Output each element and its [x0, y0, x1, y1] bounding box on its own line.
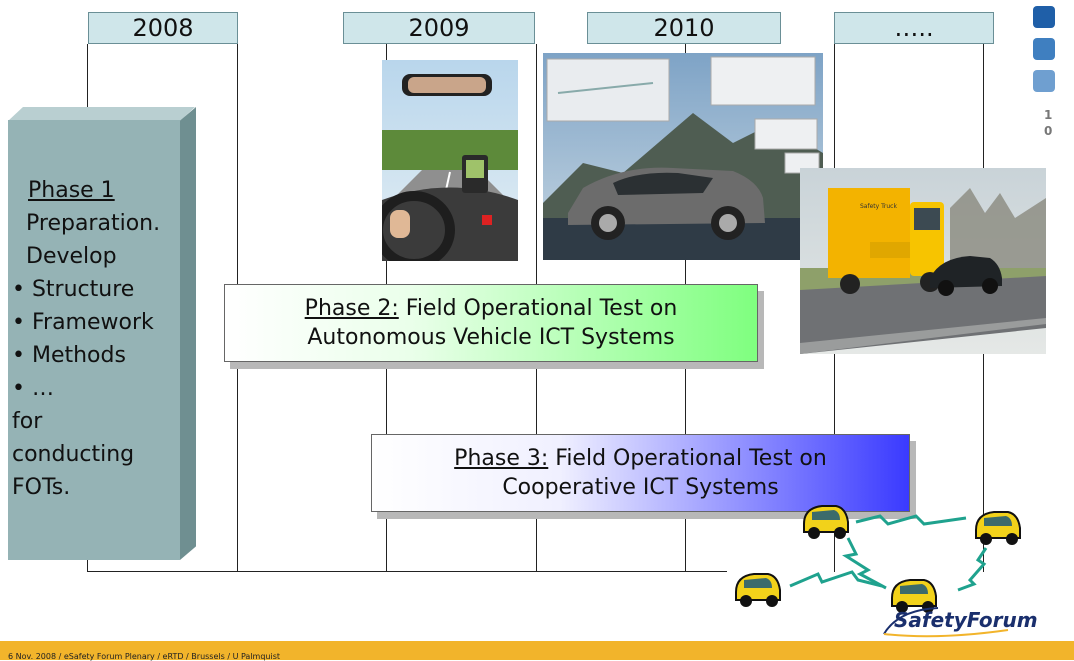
nav-square-2 — [1033, 38, 1055, 60]
year-label: ….. — [894, 14, 934, 42]
car-icon — [803, 505, 849, 540]
page-number-digit-2: 0 — [1044, 124, 1053, 138]
phase1-text: Phase 1 Preparation. Develop • Structure… — [12, 174, 188, 504]
phase2-box: Phase 2: Field Operational Test on Auton… — [224, 284, 758, 362]
phase3-title-rest: Field Operational Test on — [548, 446, 827, 471]
footer-text: 6 Nov. 2008 / eSafety Forum Plenary / eR… — [8, 652, 281, 661]
year-label: 2010 — [653, 14, 715, 42]
phase1-line2: Develop — [26, 244, 117, 269]
phase3-box: Phase 3: Field Operational Test on Coope… — [371, 434, 910, 512]
signal-arrow — [842, 537, 887, 590]
phase1-block-top — [8, 107, 195, 121]
phase3-label: Phase 3: — [454, 446, 549, 471]
phase3-line2: Cooperative ICT Systems — [502, 475, 779, 500]
phase1-bullet: • Framework — [12, 310, 154, 335]
phase1-line1: Preparation. — [26, 211, 161, 236]
phase1-tail: for — [12, 409, 43, 434]
phase1-block-side — [180, 107, 196, 560]
timeline-baseline — [87, 571, 727, 572]
phase1-bullet: • Structure — [12, 277, 135, 302]
year-label: 2008 — [132, 14, 194, 42]
year-header-later: ….. — [834, 12, 994, 44]
phase1-tail: conducting — [12, 442, 135, 467]
signal-arrow — [789, 570, 883, 588]
cooperative-cars-graphic — [735, 505, 1021, 614]
nav-square-3 — [1033, 70, 1055, 92]
page-number-digit-1: 1 — [1044, 108, 1053, 122]
phase3-line1: Phase 3: Field Operational Test on — [454, 444, 827, 473]
logo-swoosh — [883, 607, 1009, 638]
footer-bar — [0, 641, 1074, 660]
year-header-2009: 2009 — [343, 12, 535, 44]
signal-arrow — [957, 547, 988, 592]
year-header-2010: 2010 — [587, 12, 781, 44]
phase2-label: Phase 2: — [304, 296, 399, 321]
phase2-title-rest: Field Operational Test on — [398, 296, 678, 321]
nav-square-1 — [1033, 6, 1055, 28]
car-sensors-photo — [543, 53, 823, 260]
year-label: 2009 — [408, 14, 470, 42]
safety-truck-photo: Safety Truck — [800, 168, 1046, 354]
phase1-block — [8, 120, 180, 560]
signal-arrow — [855, 514, 967, 526]
logo-text: SafetyForum — [894, 608, 1038, 632]
phase1-bullet: • Methods — [12, 343, 126, 368]
phase2-line2: Autonomous Vehicle ICT Systems — [307, 325, 675, 350]
safetyforum-logo: SafetyForum — [878, 600, 1058, 640]
phase2-line1: Phase 2: Field Operational Test on — [305, 294, 678, 323]
car-icon — [735, 573, 781, 608]
phase1-title: Phase 1 — [28, 178, 115, 203]
car-icon — [975, 511, 1021, 546]
phase1-tail: FOTs. — [12, 475, 71, 500]
truck-label: Safety Truck — [860, 203, 897, 210]
driver-nav-photo — [382, 60, 518, 261]
year-header-2008: 2008 — [88, 12, 238, 44]
phase1-bullet: • … — [12, 376, 54, 401]
